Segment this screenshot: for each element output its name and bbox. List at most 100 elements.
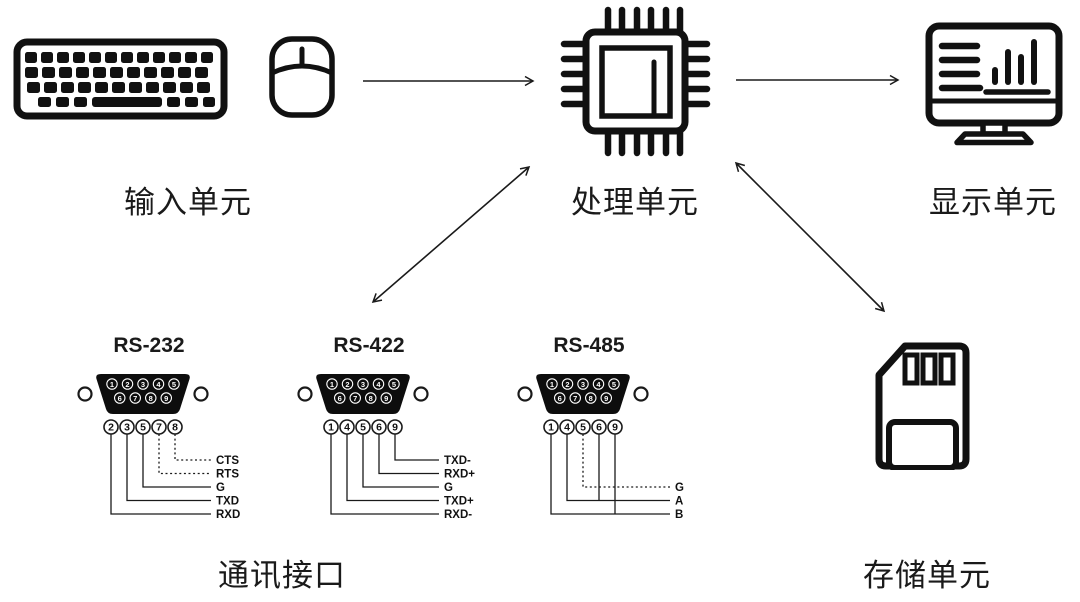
screw-hole — [517, 386, 533, 402]
monitor-icon — [925, 22, 1063, 146]
dsub-pin-circle — [137, 378, 149, 390]
dsub-pin-circle — [349, 392, 362, 404]
dsub-pin-number: 8 — [369, 394, 373, 403]
dsub-pin-number: 7 — [353, 394, 357, 403]
dsub-pin-number: 9 — [164, 394, 168, 403]
breakout-pin-number: 4 — [344, 422, 350, 434]
dsub-pin-circle — [160, 392, 173, 404]
breakout-pin-number: 2 — [108, 422, 114, 434]
signal-label: G — [216, 482, 225, 494]
signal-label: TXD- — [444, 455, 471, 467]
dsub-pin-number: 6 — [118, 394, 122, 403]
dsub-pin-circle — [341, 378, 354, 390]
dsub-pin-number: 4 — [156, 380, 161, 389]
dsub-pin-number: 2 — [345, 380, 349, 389]
dsub-pin-circle — [365, 392, 377, 404]
signal-wire — [362, 434, 439, 488]
comm-interface-label: 通讯接口 — [218, 558, 346, 593]
dsub-connector-body — [316, 374, 410, 414]
keyboard-icon — [13, 38, 228, 120]
dsub-pin-circle — [333, 392, 346, 404]
dsub-pin-number: 3 — [141, 380, 145, 389]
dsub-pin-circle — [129, 392, 142, 404]
dsub-pin-circle — [608, 378, 620, 390]
signal-wire — [582, 434, 670, 488]
dsub-pin-number: 1 — [550, 380, 554, 389]
dsub-pin-number: 3 — [581, 380, 585, 389]
signal-label: RXD+ — [444, 469, 475, 481]
sd-card-icon — [875, 342, 970, 470]
dsub-pin-circle — [357, 378, 369, 390]
mouse-icon — [269, 36, 335, 118]
breakout-pin-number: 3 — [124, 422, 130, 434]
arrow-cpu-storage-bidirectional — [734, 161, 886, 313]
signal-wire — [394, 434, 439, 461]
signal-wire — [550, 434, 670, 515]
storage-unit-label: 存储单元 — [863, 558, 991, 593]
signal-label: G — [675, 482, 684, 494]
dsub-pin-circle — [145, 392, 157, 404]
breakout-pin-number: 9 — [612, 422, 618, 434]
dsub-pin-circle — [388, 378, 400, 390]
arrow-cpu-comm-bidirectional — [371, 165, 531, 304]
signal-wire — [142, 434, 211, 488]
dsub-pin-circle — [380, 392, 393, 404]
signal-label: RXD- — [444, 509, 472, 521]
signal-wire — [378, 434, 439, 475]
signal-wire — [158, 434, 211, 475]
dsub-pin-number: 6 — [558, 394, 562, 403]
screw-hole — [413, 386, 429, 402]
dsub-pin-circle — [561, 378, 574, 390]
dsub-pin-number: 7 — [573, 394, 577, 403]
connector-title: RS-485 — [553, 334, 625, 357]
dsub-pin-circle — [113, 392, 126, 404]
signal-label: RXD — [216, 509, 240, 521]
signal-label: B — [675, 509, 683, 521]
screw-hole — [77, 386, 93, 402]
dsub-pin-circle — [592, 378, 605, 390]
dsub-pin-number: 6 — [338, 394, 342, 403]
breakout-pin-number: 9 — [392, 422, 398, 434]
dsub-pin-number: 5 — [612, 380, 616, 389]
signal-label: G — [444, 482, 453, 494]
connector-title: RS-232 — [113, 334, 184, 357]
dsub-pin-number: 1 — [110, 380, 114, 389]
signal-wire — [330, 434, 439, 515]
dsub-pin-circle — [121, 378, 134, 390]
dsub-pin-circle — [546, 378, 558, 390]
breakout-pin-number: 1 — [328, 422, 334, 434]
dsub-pin-number: 3 — [361, 380, 365, 389]
screw-hole — [633, 386, 649, 402]
breakout-pin-number: 6 — [376, 422, 382, 434]
dsub-pin-number: 9 — [384, 394, 388, 403]
dsub-pin-circle — [106, 378, 118, 390]
breakout-pin-number: 4 — [564, 422, 570, 434]
signal-wire — [566, 434, 670, 502]
processing-unit-label: 处理单元 — [571, 185, 699, 220]
signal-label: A — [675, 496, 683, 508]
dsub-pin-number: 2 — [125, 380, 129, 389]
signal-wire — [174, 434, 211, 461]
breakout-pin-number: 8 — [172, 422, 178, 434]
dsub-pin-number: 2 — [565, 380, 569, 389]
dsub-pin-number: 7 — [133, 394, 137, 403]
dsub-pin-number: 5 — [392, 380, 396, 389]
screw-hole — [193, 386, 209, 402]
dsub-pin-circle — [600, 392, 613, 404]
dsub-pin-circle — [553, 392, 566, 404]
dsub-pin-circle — [372, 378, 385, 390]
breakout-pin-number: 5 — [140, 422, 146, 434]
signal-label: TXD — [216, 496, 239, 508]
dsub-pin-number: 8 — [149, 394, 153, 403]
dsub-pin-circle — [577, 378, 589, 390]
dsub-pin-circle — [168, 378, 180, 390]
dsub-pin-number: 5 — [172, 380, 176, 389]
signal-label: CTS — [216, 455, 239, 467]
signal-wire — [110, 434, 211, 515]
dsub-pin-circle — [326, 378, 338, 390]
signal-wire — [126, 434, 211, 502]
signal-label: RTS — [216, 469, 239, 481]
